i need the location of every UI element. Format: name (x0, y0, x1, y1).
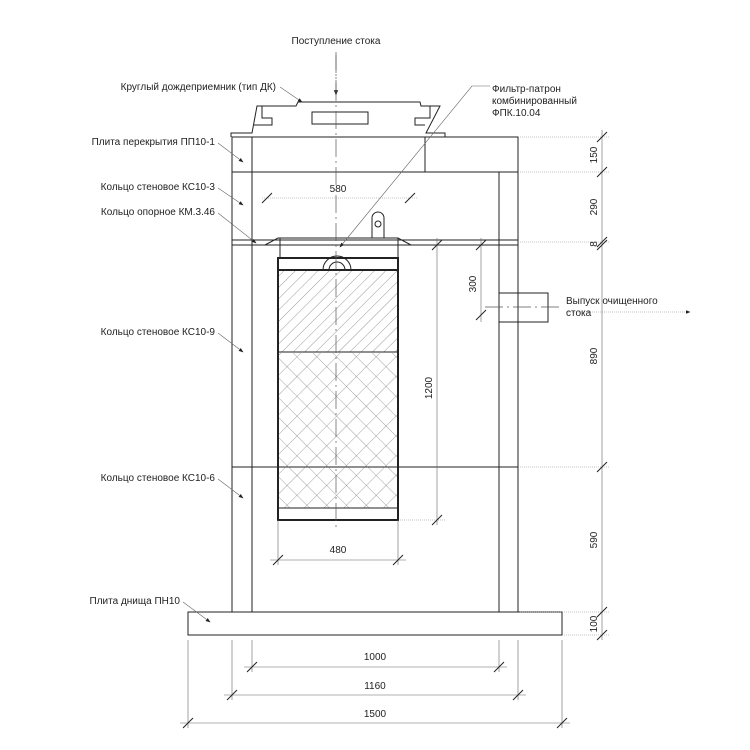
filter-cartridge (264, 211, 412, 521)
support-ring-label: Кольцо опорное КМ.3.46 (101, 207, 216, 218)
dim-300: 300 (468, 275, 479, 292)
outlet-opening (322, 255, 352, 271)
inlet-label: Круглый дождеприемник (тип ДК) (121, 82, 276, 93)
base-slab-label: Плита днища ПН10 (90, 596, 181, 607)
dim-1160: 1160 (364, 681, 386, 692)
filter-label-line1: Фильтр-патрон (492, 84, 561, 95)
dim-1000: 1000 (364, 652, 387, 663)
filter-label-line3: ФПК.10.04 (492, 108, 541, 119)
outlet-label-line1: Выпуск очищенного (566, 296, 658, 307)
dim-290: 290 (589, 198, 600, 215)
cover-slab-label: Плита перекрытия ПП10-1 (92, 137, 216, 148)
left-wall (231, 171, 253, 613)
internal-dimensions: 580 300 1200 480 (261, 184, 487, 566)
right-wall (498, 171, 519, 613)
dim-590: 590 (589, 531, 600, 548)
ring-mid-label: Кольцо стеновое КС10-9 (101, 327, 216, 338)
bottom-dimensions: 1000 1160 1500 (180, 640, 570, 729)
dim-8: 8 (589, 241, 600, 247)
base-slab (187, 611, 563, 636)
ring-top-label: Кольцо стеновое КС10-3 (101, 182, 216, 193)
dim-1200: 1200 (424, 376, 435, 399)
filter-label-line2: комбинированный (492, 95, 577, 107)
cover-slab-right (424, 136, 519, 173)
dim-150: 150 (589, 146, 600, 163)
lifting-lug (371, 211, 385, 238)
outlet-pipe (498, 292, 549, 323)
cover-slab-left (231, 136, 253, 173)
dim-890: 890 (589, 347, 600, 364)
round-rain-inlet (230, 101, 446, 137)
left-callouts: Круглый дождеприемник (тип ДК) Плита пер… (90, 82, 303, 623)
right-dimension-chain: 150 290 8 890 590 100 (520, 130, 610, 641)
outlet-label-line2: стока (566, 308, 592, 319)
dim-100: 100 (589, 615, 600, 632)
dim-1500: 1500 (364, 709, 387, 720)
dim-480: 480 (330, 545, 347, 556)
dim-580: 580 (330, 184, 347, 195)
inflow-label: Поступление стока (292, 36, 381, 47)
ring-bottom-label: Кольцо стеновое КС10-6 (101, 473, 216, 484)
